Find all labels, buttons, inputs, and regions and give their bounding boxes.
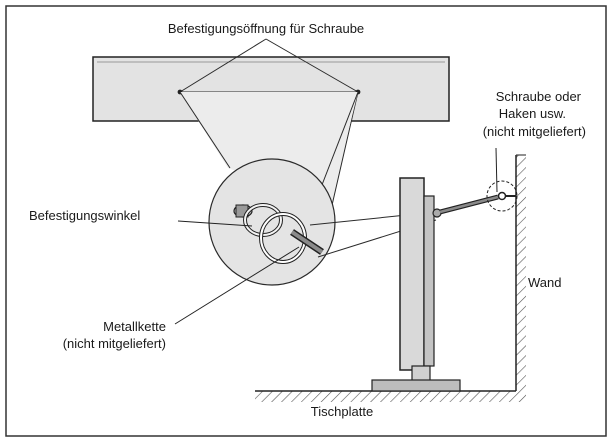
bracket-detail-circle — [208, 158, 336, 286]
chain-label-line1: Metallkette — [103, 319, 166, 334]
screw-label-line1: Schraube oder — [496, 89, 582, 104]
table-top — [255, 390, 526, 402]
chain-label-line2: (nicht mitgeliefert) — [63, 336, 166, 351]
mounting-hole-label: Befestigungsöffnung für Schraube — [168, 21, 364, 36]
bracket-leader-line — [177, 220, 253, 227]
screw-label-line2: Haken usw. — [499, 106, 566, 121]
wall-hook — [486, 180, 518, 212]
metal-chain — [439, 194, 499, 215]
chain-leader-line — [174, 246, 300, 325]
screw-label-line3: (nicht mitgeliefert) — [483, 124, 586, 139]
table-label: Tischplatte — [311, 404, 373, 419]
screw-leader-line — [495, 147, 498, 193]
tv-side-view — [371, 177, 461, 392]
bracket-label: Befestigungswinkel — [29, 208, 140, 223]
wall — [515, 154, 526, 391]
wall-label: Wand — [528, 275, 561, 290]
